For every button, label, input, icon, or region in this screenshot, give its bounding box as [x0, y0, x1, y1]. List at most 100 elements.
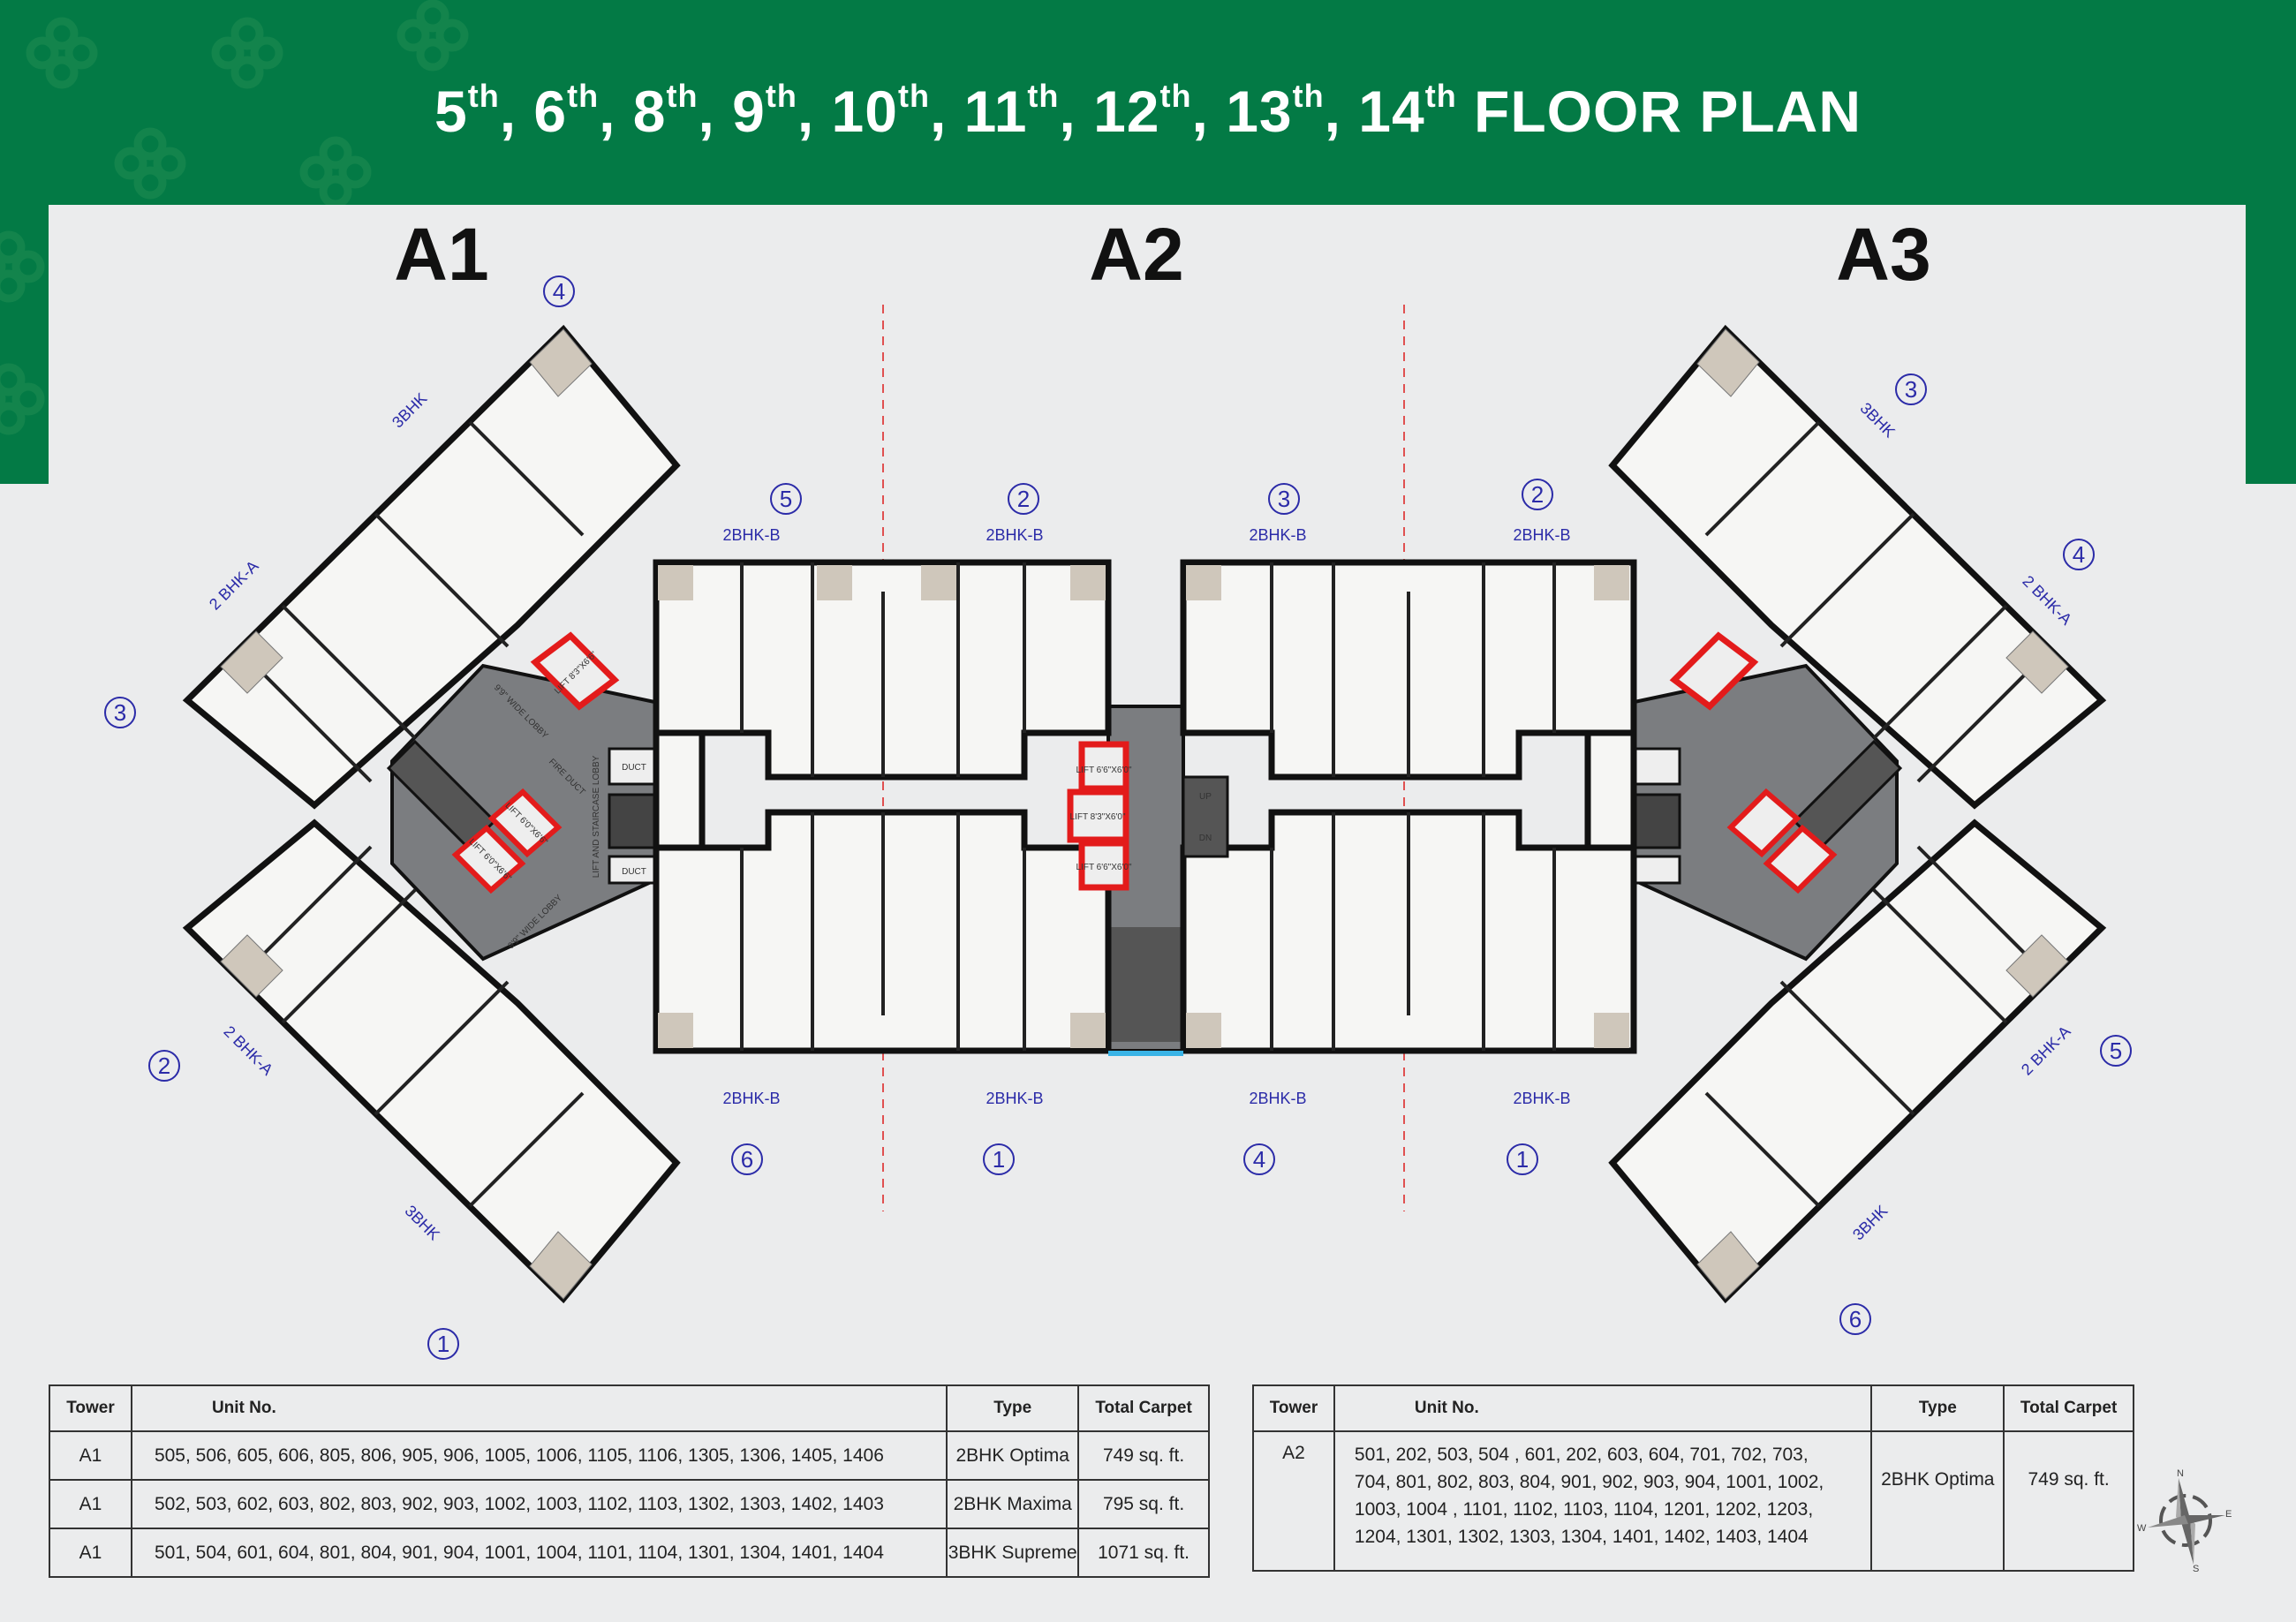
unit-number: 1 — [993, 1146, 1005, 1173]
unit-number: 5 — [780, 486, 792, 512]
title-floor: 6th — [533, 78, 600, 144]
title-floor: 12th — [1093, 78, 1192, 144]
lift-small — [451, 824, 526, 894]
unit-type-label: 2BHK-B — [986, 1090, 1043, 1107]
cell-type: 3BHK Supreme — [946, 1528, 1080, 1578]
tower-label-a3: A3 — [1836, 213, 1931, 296]
cell-carpet: 795 sq. ft. — [1077, 1479, 1210, 1529]
title-floor: 5th — [434, 78, 500, 144]
title-floor: 13th — [1226, 78, 1325, 144]
table-row: A1 505, 506, 605, 606, 805, 806, 905, 90… — [49, 1430, 1210, 1481]
core-lobby-label: LIFT AND STAIRCASE LOBBY — [592, 755, 601, 878]
lift-label: LIFT 6'6"X6'0" — [1076, 766, 1132, 775]
cell-tower: A1 — [49, 1430, 132, 1481]
unit-line: 1204, 1301, 1302, 1303, 1304, 1401, 1402… — [1354, 1527, 1809, 1547]
title-floor: 9th — [732, 78, 797, 144]
title-suffix: FLOOR PLAN — [1474, 79, 1862, 144]
unit-type-label: 2BHK-B — [986, 526, 1043, 544]
unit-line: 501, 202, 503, 504 , 601, 202, 603, 604,… — [1354, 1445, 1809, 1465]
unit-number: 2 — [1017, 486, 1030, 512]
compass-n: N — [2177, 1468, 2184, 1479]
column-header: Unit No. — [130, 1384, 948, 1432]
unit-number: 6 — [1849, 1306, 1862, 1332]
cell-tower: A1 — [49, 1528, 132, 1578]
duct-label: DUCT — [622, 763, 646, 773]
cell-type: 2BHK Maxima — [946, 1479, 1080, 1529]
green-side-band — [2246, 205, 2296, 484]
header-banner: 5th, 6th, 8th, 9th, 10th, 11th, 12th, 13… — [0, 0, 2296, 205]
title-floor: 8th — [632, 78, 699, 144]
tower-a1-plan — [182, 324, 681, 1304]
unit-number: 2 — [1531, 481, 1544, 508]
compass-s: S — [2193, 1564, 2199, 1572]
cell-type: 2BHK Optima — [946, 1430, 1080, 1481]
unit-type-label: 3BHK — [402, 1202, 443, 1243]
duct-label: DUCT — [622, 867, 646, 877]
column-header: Tower — [49, 1384, 132, 1432]
unit-line: 704, 801, 802, 803, 804, 901, 902, 903, … — [1354, 1472, 1824, 1492]
column-header: Total Carpet — [1077, 1384, 1210, 1432]
unit-number: 5 — [2110, 1037, 2122, 1064]
unit-type-label: 3BHK — [1849, 1202, 1891, 1243]
cell-tower: A2 — [1252, 1430, 1335, 1572]
table-row: A1 502, 503, 602, 603, 802, 803, 902, 90… — [49, 1479, 1210, 1529]
unit-type-label: 2BHK-B — [1513, 1090, 1570, 1107]
cell-carpet: 749 sq. ft. — [1077, 1430, 1210, 1481]
unit-type-label: 2BHK-B — [1249, 526, 1306, 544]
column-header: Unit No. — [1333, 1384, 1873, 1432]
cell-units: 502, 503, 602, 603, 802, 803, 902, 903, … — [130, 1479, 948, 1529]
tower-label-a2: A2 — [1089, 213, 1184, 296]
table-header-row: Tower Unit No. Type Total Carpet — [49, 1384, 1210, 1432]
title-floor: 11th — [963, 78, 1060, 144]
unit-number: 4 — [2073, 541, 2085, 568]
lift — [1078, 840, 1129, 891]
unit-type-label: 2 BHK-A — [206, 557, 262, 614]
unit-line: 1003, 1004 , 1101, 1102, 1103, 1104, 120… — [1354, 1499, 1814, 1520]
cell-units: 501, 504, 601, 604, 801, 804, 901, 904, … — [130, 1528, 948, 1578]
green-side-band — [0, 205, 49, 484]
a2-staircase — [1182, 775, 1229, 858]
unit-number: 2 — [158, 1052, 170, 1079]
column-header: Type — [1870, 1384, 2005, 1432]
table-row: A2 501, 202, 503, 504 , 601, 202, 603, 6… — [1252, 1430, 2134, 1572]
unit-type-label: 3BHK — [389, 389, 430, 431]
title-floor: 10th — [831, 78, 930, 144]
cell-carpet: 749 sq. ft. — [2003, 1430, 2134, 1572]
unit-table-a2: Tower Unit No. Type Total Carpet A2 501,… — [1252, 1384, 2134, 1572]
unit-type-label: 3BHK — [1857, 399, 1899, 441]
unit-type-label: 2BHK-B — [722, 526, 780, 544]
lift — [1078, 741, 1129, 792]
unit-type-label: 2 BHK-A — [2018, 1022, 2074, 1079]
lift — [1067, 788, 1129, 843]
title-floor: 14th — [1358, 78, 1457, 144]
cell-type: 2BHK Optima — [1870, 1430, 2005, 1572]
unit-number: 3 — [1905, 376, 1917, 403]
tower-a2-plan — [653, 559, 1637, 1056]
plan-panel — [49, 205, 2246, 484]
stair-up-label: UP — [1199, 792, 1212, 802]
cell-units: 505, 506, 605, 606, 805, 806, 905, 906, … — [130, 1430, 948, 1481]
tower-label-a1: A1 — [394, 213, 489, 296]
unit-table-a1: Tower Unit No. Type Total Carpet A1 505,… — [49, 1384, 1210, 1578]
page-title: 5th, 6th, 8th, 9th, 10th, 11th, 12th, 13… — [434, 78, 1862, 144]
unit-number: 1 — [437, 1331, 449, 1357]
unit-type-label: 2BHK-B — [1249, 1090, 1306, 1107]
unit-type-label: 2BHK-B — [1513, 526, 1570, 544]
unit-type-label: 2BHK-B — [722, 1090, 780, 1107]
unit-number: 3 — [114, 699, 126, 726]
cell-units: 501, 202, 503, 504 , 601, 202, 603, 604,… — [1333, 1430, 1873, 1572]
lift-small — [487, 788, 563, 858]
unit-number: 6 — [741, 1146, 753, 1173]
compass-e: E — [2225, 1509, 2232, 1520]
compass-icon: N E S W — [2137, 1468, 2232, 1572]
unit-number: 4 — [1253, 1146, 1265, 1173]
column-header: Tower — [1252, 1384, 1335, 1432]
unit-number: 3 — [1278, 486, 1290, 512]
cell-carpet: 1071 sq. ft. — [1077, 1528, 1210, 1578]
cell-tower: A1 — [49, 1479, 132, 1529]
unit-type-label: 2 BHK-A — [2019, 572, 2075, 629]
unit-number: 4 — [553, 278, 565, 305]
stair-dn-label: DN — [1199, 834, 1212, 843]
unit-type-label: 2 BHK-A — [220, 1022, 276, 1079]
